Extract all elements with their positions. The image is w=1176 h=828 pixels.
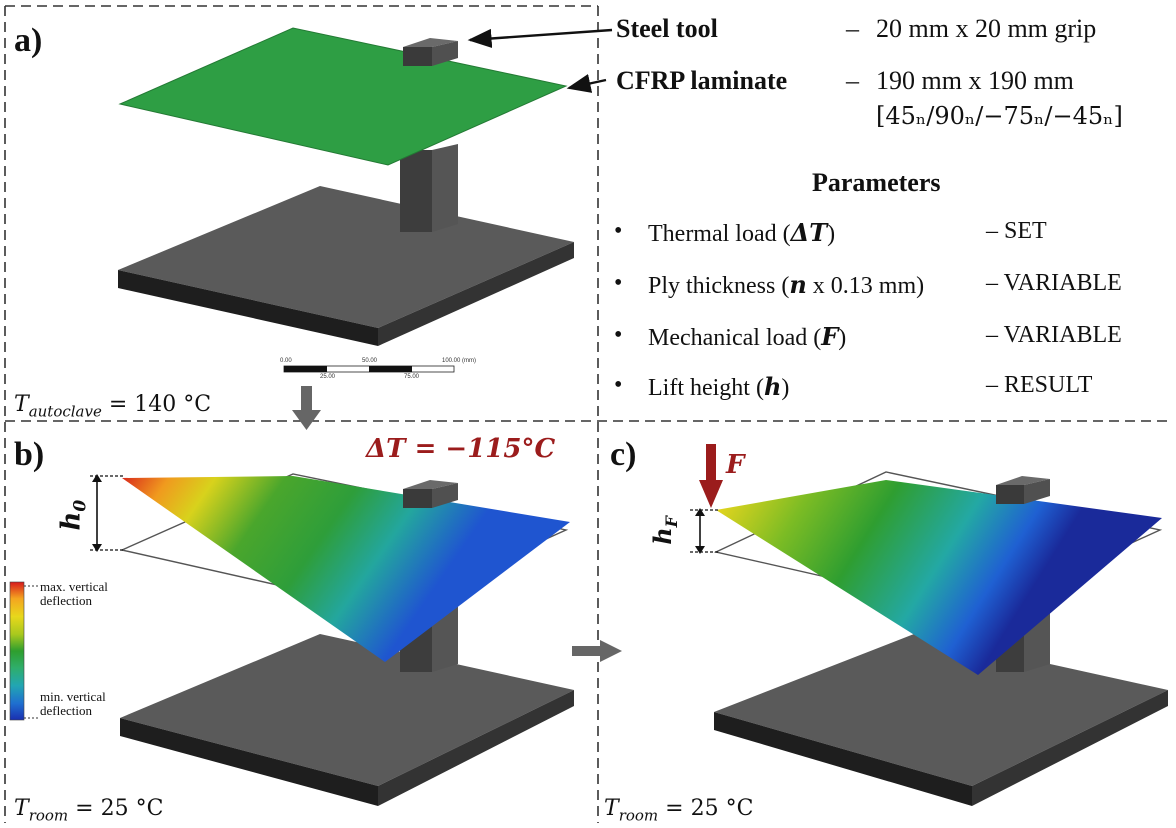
room-temperature-b: Troom = 25 °C bbox=[14, 796, 164, 825]
parameter-mechanical-load: Mechanical load (F) bbox=[648, 322, 847, 351]
parameter-mechanical-load-status: – VARIABLE bbox=[986, 322, 1122, 348]
cfrp-callout-arrow bbox=[566, 74, 607, 93]
cfrp-description: 190 mm x 190 mm bbox=[876, 66, 1074, 95]
scale-tick-75: 75.00 bbox=[404, 374, 420, 380]
panel-c-label: c) bbox=[610, 436, 637, 473]
hF-label: hF bbox=[648, 515, 681, 545]
parameter-thermal-load: Thermal load (ΔT) bbox=[648, 218, 836, 247]
steel-tool-dash: – bbox=[846, 14, 859, 43]
panel-a-label: a) bbox=[14, 22, 43, 59]
cfrp-layup: [45ₙ/90ₙ/−75ₙ/−45ₙ] bbox=[876, 102, 1123, 130]
deflection-legend bbox=[9, 581, 38, 721]
autoclave-temperature: Tautoclave = 140 °C bbox=[14, 392, 212, 421]
legend-max-label: max. vertical deflection bbox=[40, 579, 108, 608]
delta-t-label: ΔT = −115°C bbox=[366, 434, 556, 464]
parameter-lift-height: Lift height (h) bbox=[648, 372, 790, 401]
h0-label: h0 bbox=[56, 499, 91, 531]
parameter-ply-thickness: Ply thickness (n x 0.13 mm) bbox=[648, 270, 925, 299]
steel-tool-description: 20 mm x 20 mm grip bbox=[876, 14, 1097, 43]
steel-tool-label: Steel tool bbox=[616, 14, 718, 43]
bullet: • bbox=[614, 372, 623, 398]
bullet: • bbox=[614, 270, 623, 296]
force-label: F bbox=[726, 450, 745, 480]
scale-tick-25: 25.00 bbox=[320, 374, 336, 380]
flow-arrow-b-to-c bbox=[572, 640, 622, 662]
scale-tick-100: 100.00 (mm) bbox=[442, 358, 477, 364]
steel-tool-callout-arrow bbox=[467, 28, 613, 49]
panel-b-label: b) bbox=[14, 436, 45, 473]
parameter-thermal-load-status: – SET bbox=[986, 218, 1047, 244]
bullet: • bbox=[614, 218, 623, 244]
scale-tick-50: 50.00 bbox=[362, 358, 378, 364]
parameter-lift-height-status: – RESULT bbox=[986, 372, 1093, 398]
bullet: • bbox=[614, 322, 623, 348]
flow-arrow-a-to-b bbox=[292, 386, 321, 430]
parameters-heading: Parameters bbox=[812, 168, 941, 197]
h0-dimension bbox=[90, 474, 124, 552]
legend-min-label: min. vertical deflection bbox=[40, 689, 106, 718]
room-temperature-c: Troom = 25 °C bbox=[604, 796, 754, 825]
scale-tick-0: 0.00 bbox=[280, 358, 292, 364]
panel-borders bbox=[4, 5, 1171, 823]
force-arrow bbox=[699, 444, 723, 508]
panel-c-model bbox=[713, 471, 1168, 806]
panel-a-model bbox=[118, 27, 574, 346]
cfrp-dash: – bbox=[846, 66, 859, 95]
cfrp-label: CFRP laminate bbox=[616, 66, 788, 95]
scale-bar bbox=[283, 365, 455, 373]
parameter-ply-thickness-status: – VARIABLE bbox=[986, 270, 1122, 296]
hF-dimension bbox=[690, 508, 718, 554]
panel-b-model bbox=[119, 473, 574, 806]
